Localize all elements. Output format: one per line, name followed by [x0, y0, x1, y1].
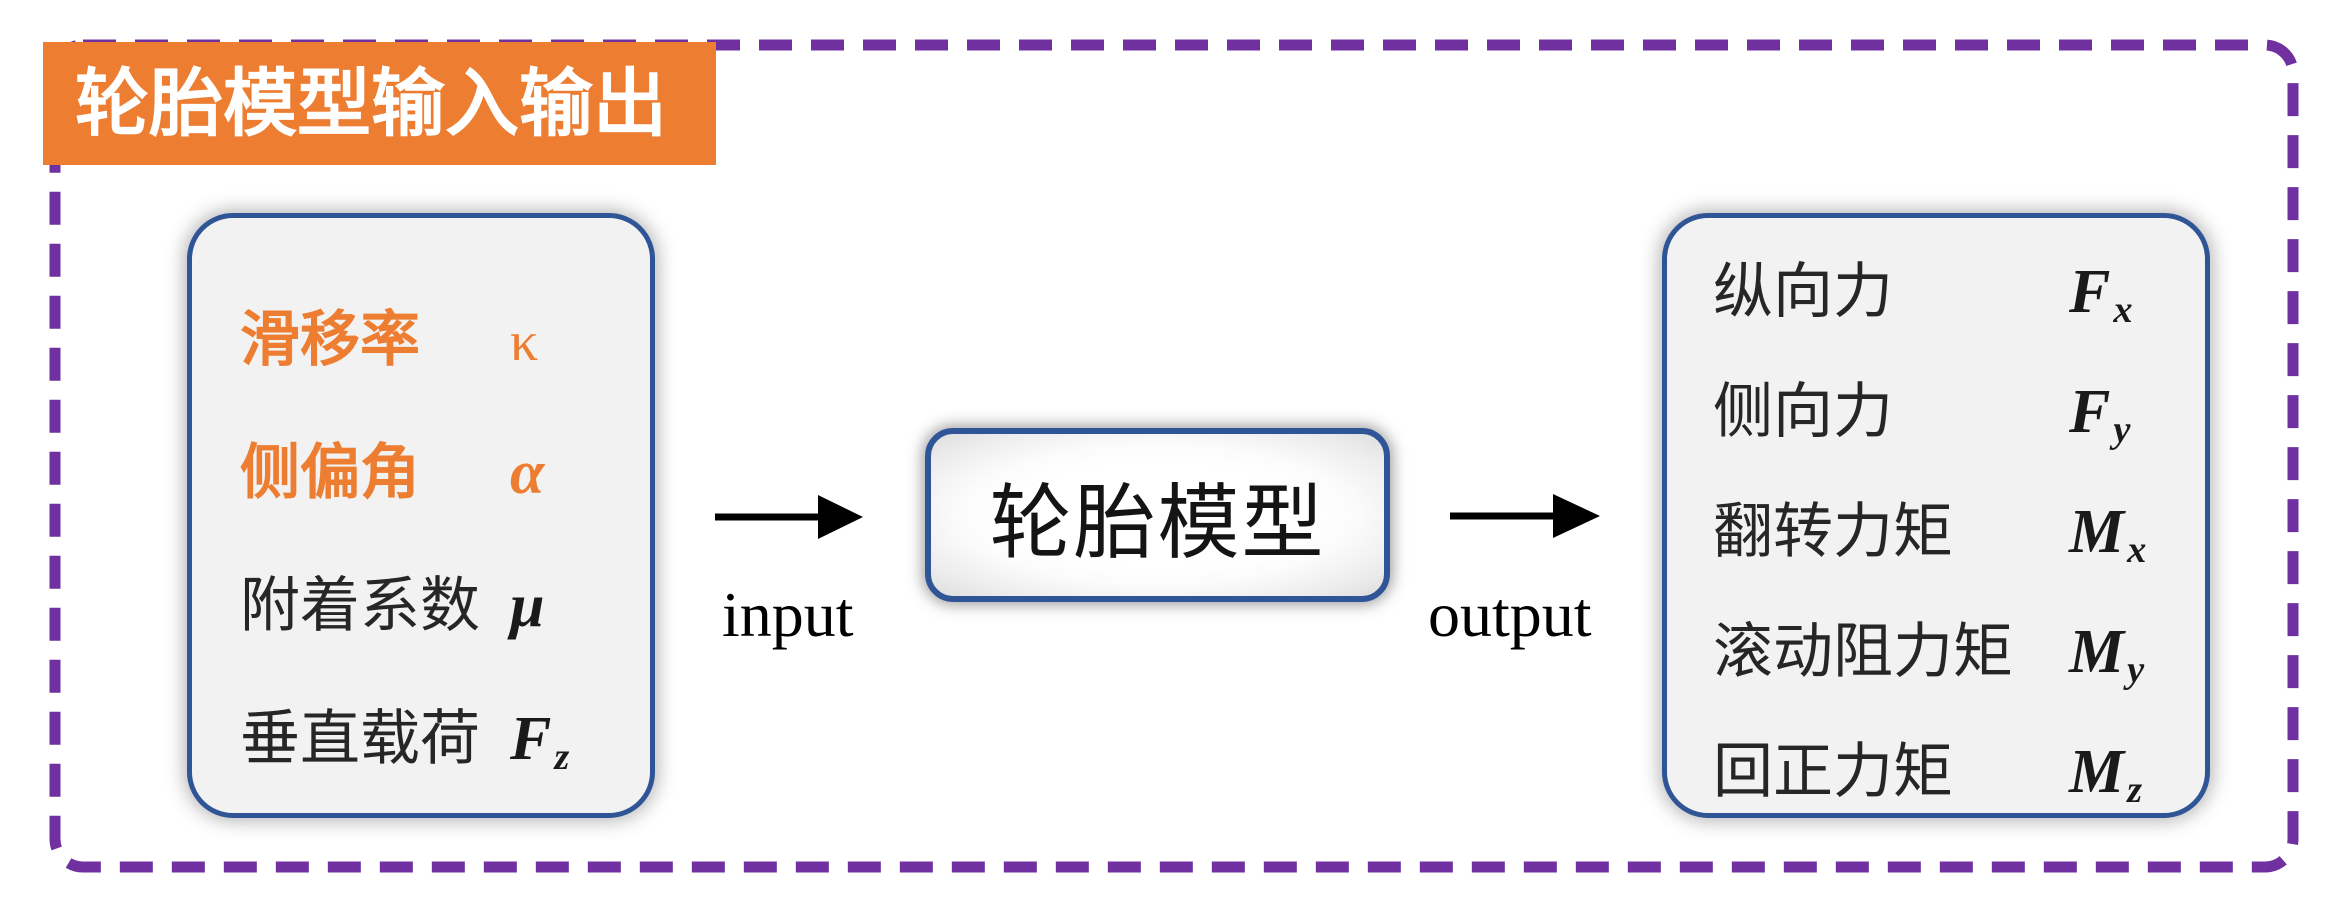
output-arrow — [1450, 494, 1600, 538]
fz-symbol: Fz — [510, 705, 570, 778]
input-parameters-box: 滑移率 κ 侧偏角 α 附着系数 μ 垂直载荷 Fz — [187, 213, 655, 818]
output-label: 侧向力 — [1713, 378, 1893, 445]
input-row-slip-ratio: 滑移率 κ — [240, 306, 650, 374]
output-label: 回正力矩 — [1713, 738, 1953, 805]
tire-model-box: 轮胎模型 — [925, 428, 1390, 602]
output-label: 纵向力 — [1713, 258, 1893, 325]
tire-model-label: 轮胎模型 — [989, 477, 1326, 569]
output-label: 滚动阻力矩 — [1713, 618, 2013, 685]
output-label: 翻转力矩 — [1713, 498, 1953, 565]
output-row-longitudinal-force: 纵向力 Fx — [1713, 258, 2205, 331]
mx-symbol: Mx — [2069, 498, 2147, 571]
input-flow-label: input — [722, 579, 854, 650]
input-label: 侧偏角 — [240, 439, 420, 506]
input-row-vertical-load: 垂直载荷 Fz — [240, 705, 650, 778]
output-row-lateral-force: 侧向力 Fy — [1713, 378, 2205, 451]
output-row-rolling-resistance-moment: 滚动阻力矩 My — [1713, 618, 2205, 691]
fy-symbol: Fy — [2069, 378, 2131, 451]
title-banner: 轮胎模型输入输出 — [43, 42, 716, 165]
output-parameters-box: 纵向力 Fx 侧向力 Fy 翻转力矩 Mx 滚动阻力矩 My 回正力矩 Mz — [1662, 213, 2210, 818]
kappa-symbol: κ — [510, 311, 539, 373]
input-label: 附着系数 — [240, 572, 480, 639]
dashed-boundary — [49, 39, 2299, 873]
output-row-overturning-moment: 翻转力矩 Mx — [1713, 498, 2205, 571]
mu-symbol: μ — [510, 572, 545, 640]
input-label: 垂直载荷 — [240, 705, 480, 772]
mz-symbol: Mz — [2069, 738, 2143, 811]
input-arrow — [715, 495, 863, 539]
diagram-title: 轮胎模型输入输出 — [75, 62, 667, 145]
fx-symbol: Fx — [2069, 258, 2133, 331]
output-row-aligning-moment: 回正力矩 Mz — [1713, 738, 2205, 811]
input-row-slip-angle: 侧偏角 α — [240, 439, 650, 506]
alpha-symbol: α — [510, 439, 545, 507]
my-symbol: My — [2069, 618, 2145, 691]
input-label: 滑移率 — [240, 306, 420, 373]
input-row-friction-coefficient: 附着系数 μ — [240, 572, 650, 639]
output-flow-label: output — [1428, 579, 1592, 650]
